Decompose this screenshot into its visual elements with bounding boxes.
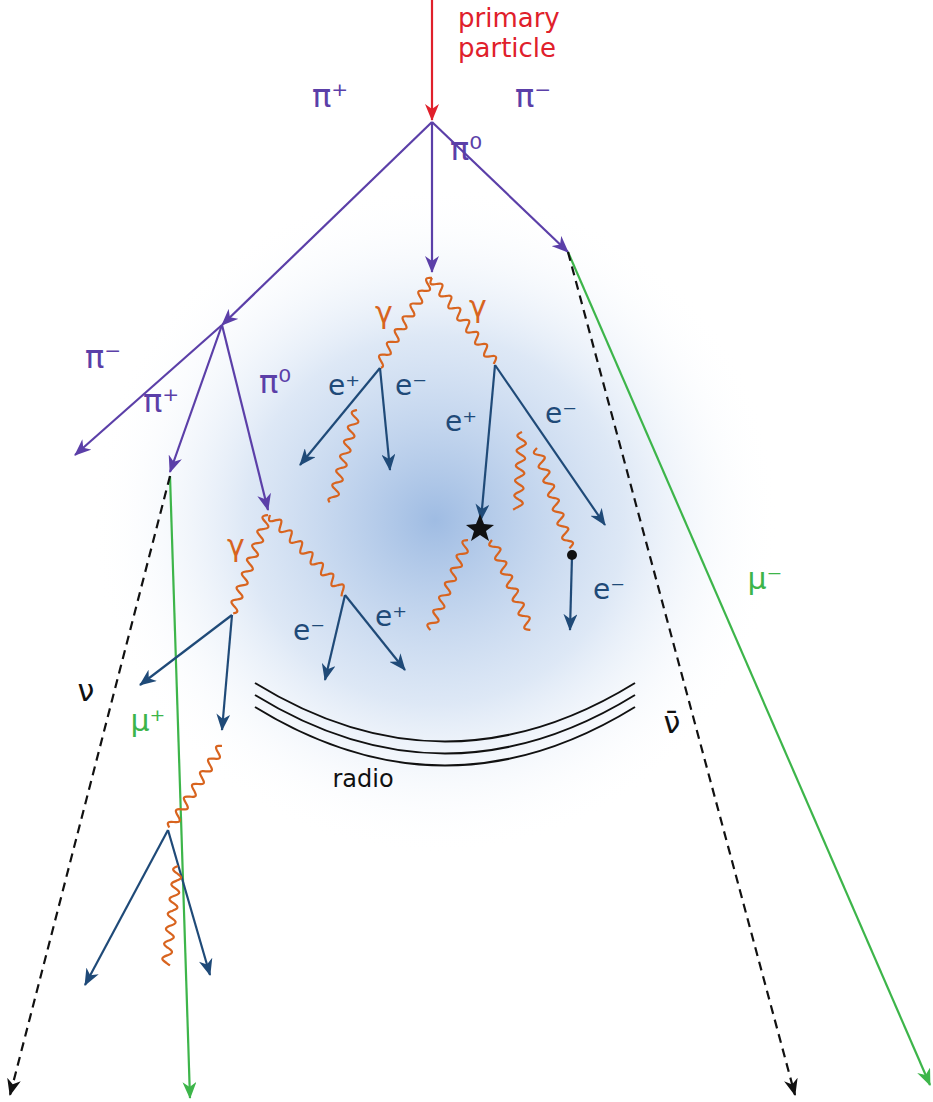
particle-label: π⁺ — [143, 384, 179, 419]
electron-track — [222, 615, 232, 730]
particle-label: π⁻ — [85, 340, 121, 375]
particle-label: π⁺ — [312, 79, 348, 114]
particle-label: e⁺ — [375, 602, 407, 633]
particle-label: e⁺ — [445, 407, 477, 438]
electron-track — [325, 595, 345, 680]
photon-track — [534, 448, 573, 548]
radio-wavefront — [255, 707, 635, 766]
primary-track — [431, 0, 433, 120]
muon-track — [568, 252, 930, 1085]
photon-track — [162, 866, 181, 965]
radio-wavefront — [255, 695, 635, 754]
particle-label: ν — [78, 674, 95, 707]
electron-track — [481, 365, 495, 520]
radio-wavefront — [255, 683, 635, 742]
particle-label: e⁻ — [293, 616, 325, 647]
neutrino-track — [10, 476, 170, 1095]
photon-track — [269, 515, 344, 596]
pion-track — [222, 122, 432, 325]
particle-label: γ — [469, 290, 487, 323]
particle-label: π⁰ — [259, 365, 291, 400]
photon-track — [328, 410, 358, 502]
particle-label: e⁻ — [593, 575, 625, 606]
particle-label: e⁺ — [328, 371, 360, 402]
photon-track — [427, 540, 468, 630]
photon-group — [162, 278, 573, 966]
electron-track — [570, 556, 572, 630]
particle-label: μ⁺ — [131, 704, 166, 737]
electron-track — [300, 368, 380, 465]
photon-track — [513, 432, 526, 510]
electron-track — [140, 615, 232, 685]
particle-label: π⁰ — [450, 132, 482, 167]
primary-label: primary particle — [458, 4, 583, 64]
shower-glow — [90, 185, 780, 855]
particle-label: γ — [375, 296, 393, 329]
particle-label: e⁻ — [545, 399, 577, 430]
particle-label: ν̄ — [664, 706, 681, 739]
particle-label: γ — [227, 529, 245, 562]
photon-track — [489, 540, 530, 630]
photon-track — [430, 278, 496, 364]
particle-label: radio — [332, 766, 393, 792]
particle-label: e⁻ — [395, 371, 427, 402]
particle-label: μ⁻ — [748, 562, 783, 595]
pion-track — [432, 122, 568, 252]
pion-track — [431, 122, 433, 272]
interaction-dot — [567, 550, 577, 560]
electron-track — [380, 368, 390, 470]
electron-track — [495, 365, 605, 525]
photon-track — [168, 746, 222, 828]
pion-track — [222, 325, 268, 510]
electron-track — [85, 830, 168, 985]
neutrino-track — [568, 252, 795, 1095]
muon-track — [170, 476, 190, 1098]
particle-label: π⁻ — [515, 79, 551, 114]
annihilation-star — [466, 514, 494, 541]
